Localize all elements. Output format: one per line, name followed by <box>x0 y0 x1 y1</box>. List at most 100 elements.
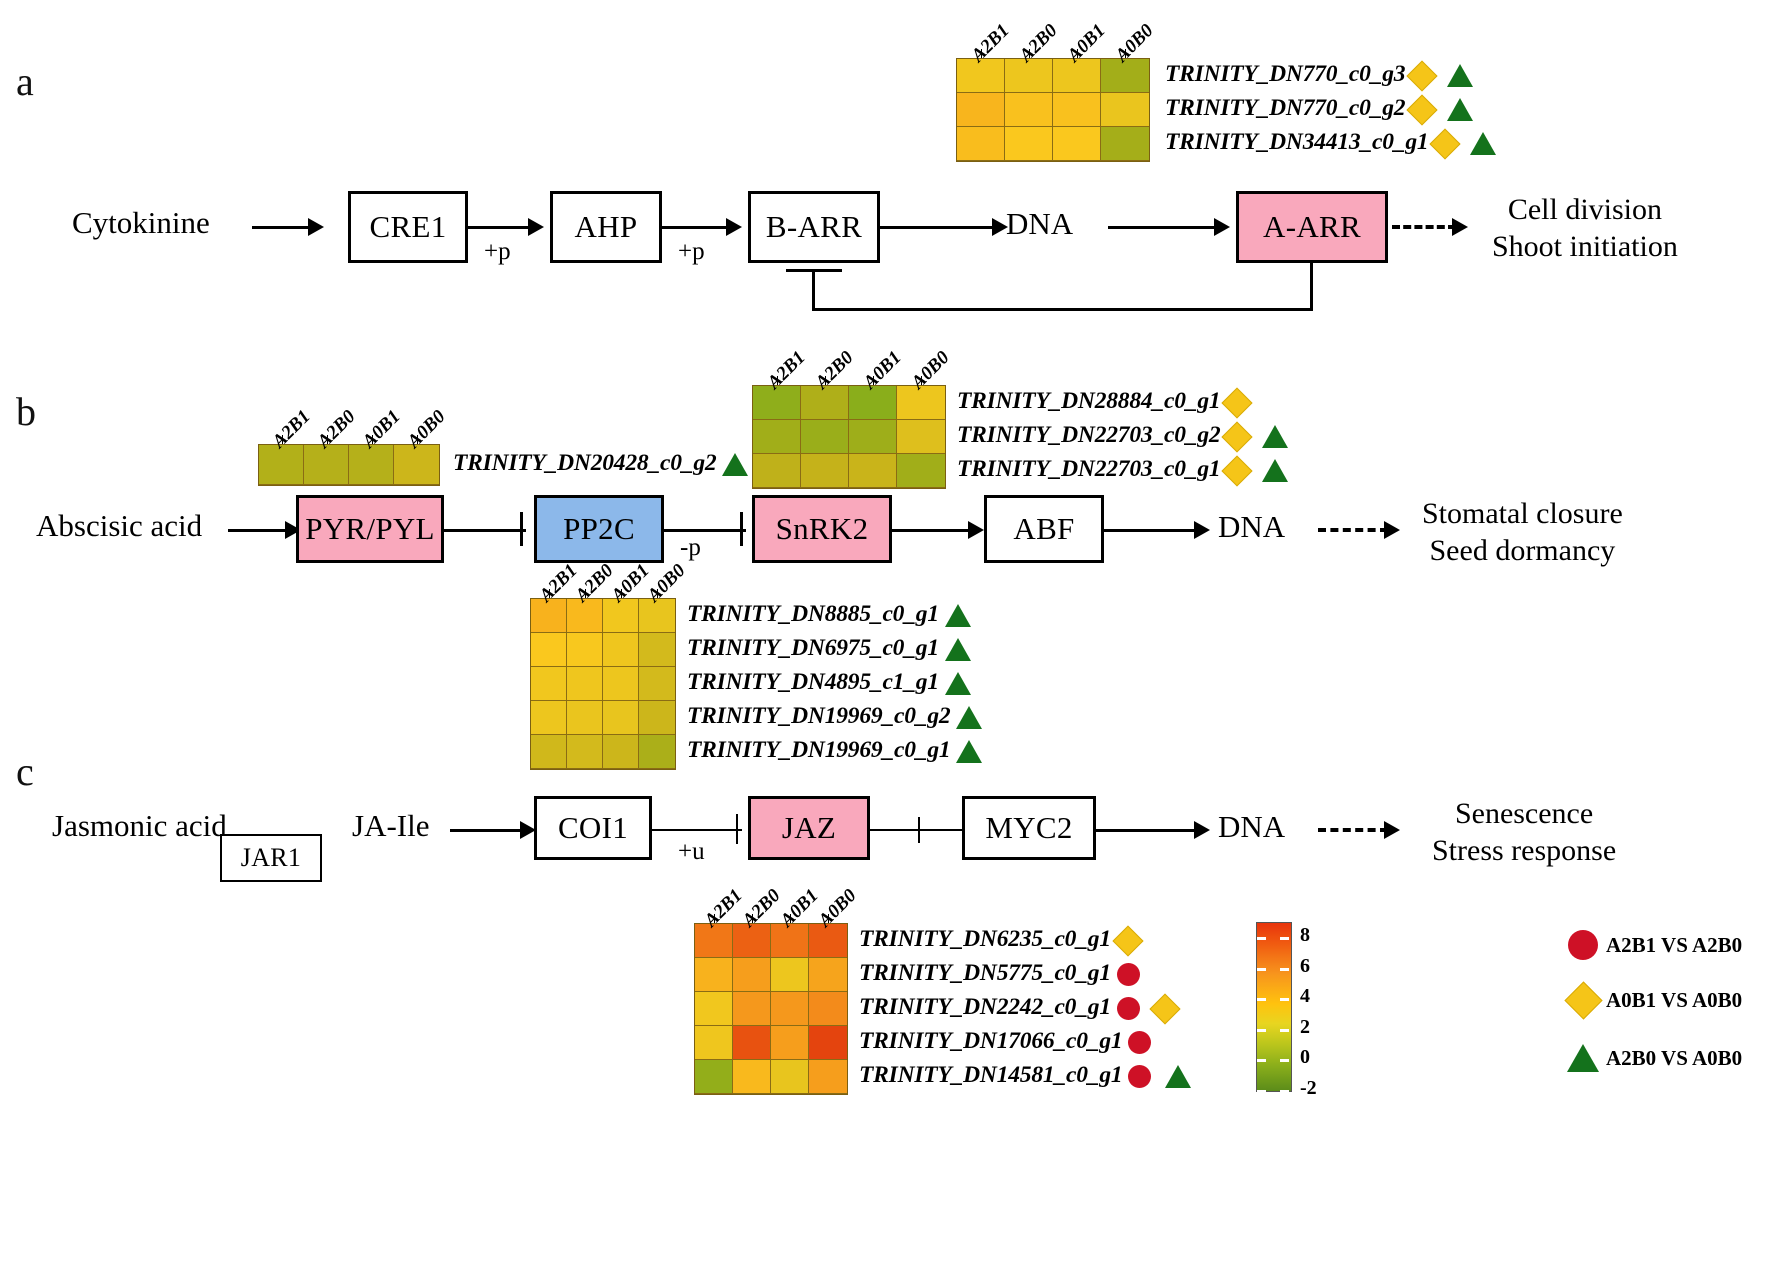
heatmap-cell[interactable] <box>771 992 809 1026</box>
heatmap-cell[interactable] <box>349 445 394 485</box>
heatmap-cell[interactable] <box>771 1060 809 1094</box>
heatmap-cell[interactable] <box>733 1060 771 1094</box>
colorbar-tick <box>1280 1090 1289 1093</box>
circle-marker-icon <box>1128 1065 1152 1089</box>
pathway-box-b-arr[interactable]: B-ARR <box>748 191 880 263</box>
heatmap-cell[interactable] <box>304 445 349 485</box>
heatmap-cell[interactable] <box>1053 59 1101 93</box>
pathway-box-pyr-pyl[interactable]: PYR/PYL <box>296 495 444 563</box>
heatmap-cell[interactable] <box>531 599 567 633</box>
heatmap-cell[interactable] <box>753 454 801 488</box>
pathway-box-pp2c[interactable]: PP2C <box>534 495 664 563</box>
heatmap-cell[interactable] <box>567 701 603 735</box>
heatmap-cell[interactable] <box>567 599 603 633</box>
heatmap-cell[interactable] <box>531 633 567 667</box>
arrow-head-b5 <box>1194 521 1210 539</box>
heatmap-cell[interactable] <box>957 93 1005 127</box>
inhibition-bar-b1 <box>520 512 523 546</box>
pathway-box-a-arr[interactable]: A-ARR <box>1236 191 1388 263</box>
heatmap-cell[interactable] <box>531 667 567 701</box>
heatmap-cell[interactable] <box>753 386 801 420</box>
inhibition-bar-c2 <box>918 817 920 843</box>
heatmap-cell[interactable] <box>733 1026 771 1060</box>
heatmap-cell[interactable] <box>897 454 945 488</box>
heatmap-cell[interactable] <box>801 386 849 420</box>
arrow-line-c2 <box>652 829 742 831</box>
heatmap-cell[interactable] <box>531 701 567 735</box>
heatmap-cell[interactable] <box>809 958 847 992</box>
pathway-box-myc2[interactable]: MYC2 <box>962 796 1096 860</box>
heatmap-cell[interactable] <box>1101 93 1149 127</box>
dashed-arrow-line-a <box>1392 225 1456 229</box>
gene-name: TRINITY_DN14581_c0_g1 <box>859 1062 1123 1088</box>
arrow-line-a4 <box>880 226 998 229</box>
heatmap-cell[interactable] <box>639 735 675 769</box>
heatmap-cell[interactable] <box>1053 127 1101 161</box>
heatmap-cell[interactable] <box>1005 93 1053 127</box>
heatmap-cell[interactable] <box>733 958 771 992</box>
heatmap-cell[interactable] <box>957 127 1005 161</box>
heatmap-cell[interactable] <box>1005 59 1053 93</box>
heatmap-cell[interactable] <box>695 1026 733 1060</box>
heatmap-cell[interactable] <box>733 992 771 1026</box>
heatmap-cell[interactable] <box>809 1060 847 1094</box>
heatmap-cell[interactable] <box>639 599 675 633</box>
heatmap-cell[interactable] <box>603 701 639 735</box>
heatmap-cell[interactable] <box>695 924 733 958</box>
pathway-box-coi1[interactable]: COI1 <box>534 796 652 860</box>
gene-name: TRINITY_DN19969_c0_g2 <box>687 703 951 729</box>
heatmap-cell[interactable] <box>809 924 847 958</box>
heatmap-cell[interactable] <box>897 420 945 454</box>
heatmap-row <box>695 992 847 1026</box>
column-tick <box>873 376 874 385</box>
heatmap-cell[interactable] <box>603 599 639 633</box>
heatmap-cell[interactable] <box>639 667 675 701</box>
heatmap-cell[interactable] <box>603 735 639 769</box>
heatmap-cell[interactable] <box>809 992 847 1026</box>
heatmap-cell[interactable] <box>531 735 567 769</box>
heatmap-cell[interactable] <box>567 633 603 667</box>
heatmap-cell[interactable] <box>1053 93 1101 127</box>
heatmap-cell[interactable] <box>259 445 304 485</box>
heatmap-cell[interactable] <box>695 1060 733 1094</box>
heatmap-cell[interactable] <box>849 420 897 454</box>
heatmap-cell[interactable] <box>771 1026 809 1060</box>
heatmap-cell[interactable] <box>1101 59 1149 93</box>
pathway-box-abf[interactable]: ABF <box>984 495 1104 563</box>
heatmap-cell[interactable] <box>753 420 801 454</box>
pathway-box-pp2c-label: PP2C <box>563 511 635 546</box>
heatmap-cell[interactable] <box>771 924 809 958</box>
pathway-box-ahp[interactable]: AHP <box>550 191 662 263</box>
heatmap-cell[interactable] <box>567 735 603 769</box>
heatmap-cell[interactable] <box>849 386 897 420</box>
heatmap-cell[interactable] <box>639 633 675 667</box>
heatmap-cell[interactable] <box>849 454 897 488</box>
pathway-box-snrk2[interactable]: SnRK2 <box>752 495 892 563</box>
pathway-a-outcome-line2: Shoot initiation <box>1492 229 1678 263</box>
pathway-box-jaz[interactable]: JAZ <box>748 796 870 860</box>
heatmap-cell[interactable] <box>695 992 733 1026</box>
heatmap-cell[interactable] <box>603 667 639 701</box>
heatmap-cell[interactable] <box>567 667 603 701</box>
heatmap-cell[interactable] <box>733 924 771 958</box>
heatmap-cell[interactable] <box>639 701 675 735</box>
heatmap-cell[interactable] <box>1101 127 1149 161</box>
heatmap-cell[interactable] <box>897 386 945 420</box>
heatmap-cell[interactable] <box>771 958 809 992</box>
heatmap-cell[interactable] <box>1005 127 1053 161</box>
colorbar-tick <box>1257 937 1266 941</box>
heatmap-cell[interactable] <box>957 59 1005 93</box>
heatmap-cell[interactable] <box>695 958 733 992</box>
heatmap-cell[interactable] <box>809 1026 847 1060</box>
heatmap-cell[interactable] <box>801 420 849 454</box>
heatmap-cell[interactable] <box>603 633 639 667</box>
heatmap-cell[interactable] <box>394 445 439 485</box>
heatmap-cell[interactable] <box>801 454 849 488</box>
pathway-box-jar1[interactable]: JAR1 <box>220 834 322 882</box>
pathway-box-cre1[interactable]: CRE1 <box>348 191 468 263</box>
